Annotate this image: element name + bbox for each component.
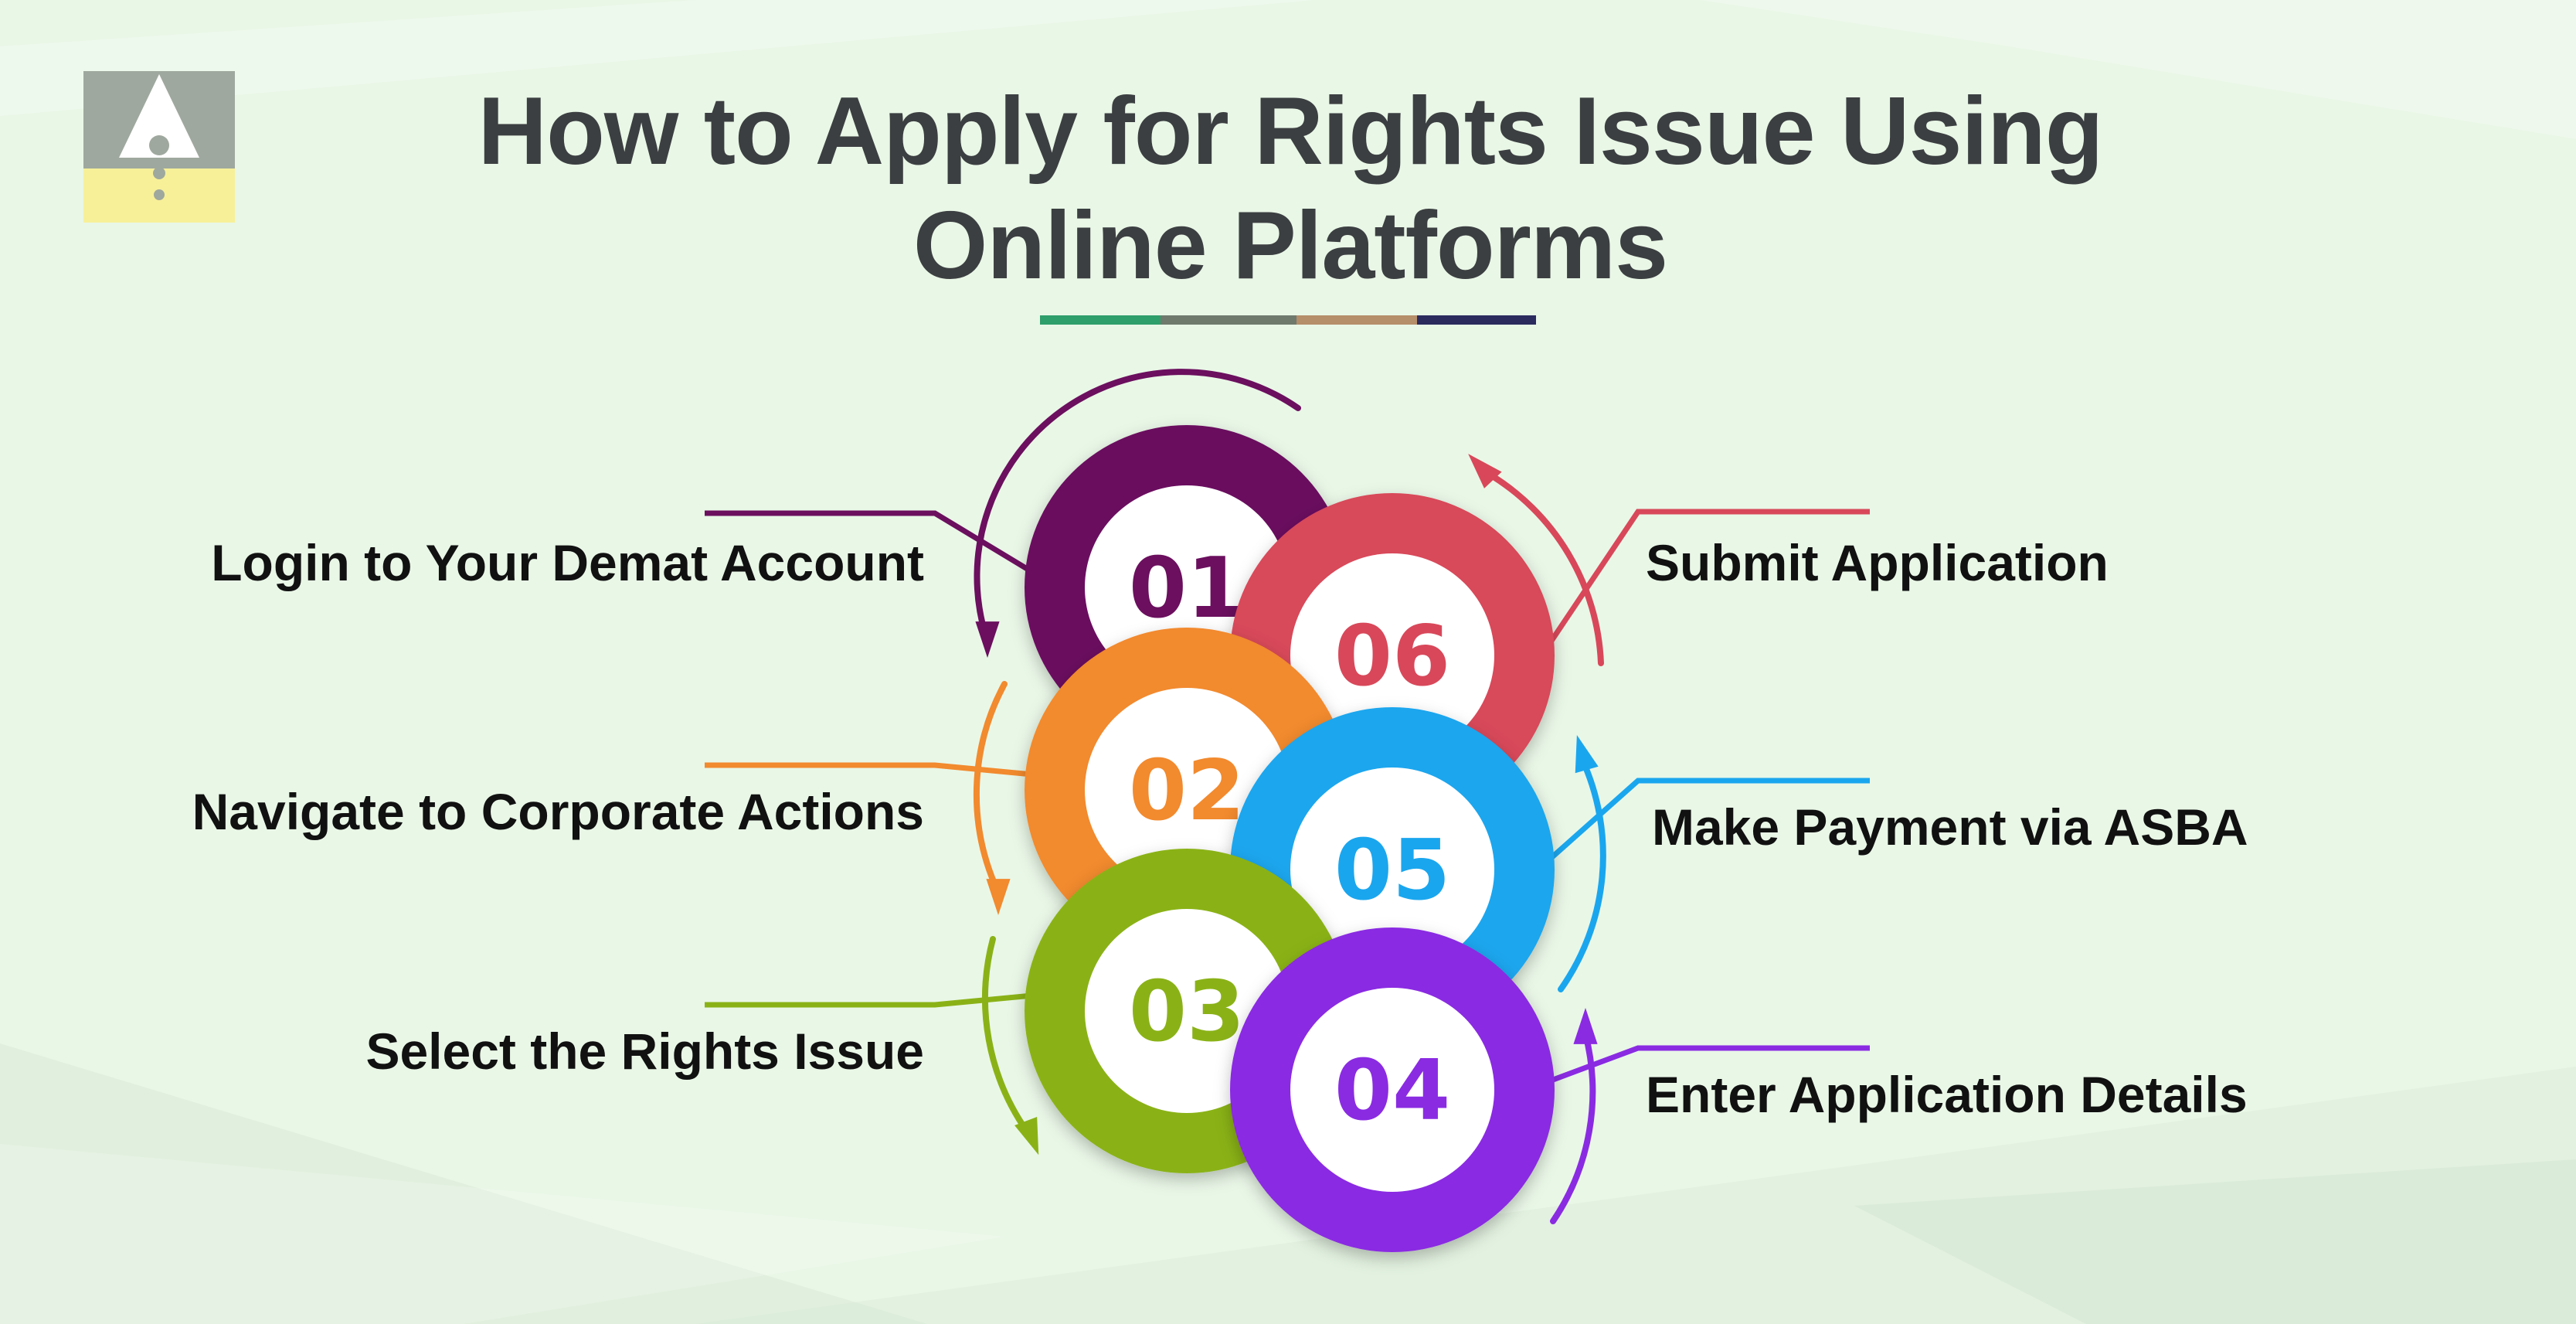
- title-underline-2: [1161, 315, 1296, 325]
- step-03-arc: [982, 936, 1031, 1135]
- step-04-circle: 04: [1230, 927, 1555, 1252]
- step-06-arc: [1484, 470, 1604, 666]
- step-label-06: Submit Application: [1646, 534, 2109, 591]
- step-05-leader-line: [1545, 778, 1870, 864]
- step-04-leader-line: [1545, 1045, 1870, 1085]
- title-underline-1: [1040, 315, 1161, 325]
- step-06-leader-line: [1545, 509, 1870, 649]
- brand-logo-icon: [119, 74, 199, 200]
- step-number-01: 01: [1129, 540, 1245, 637]
- step-06-arrow-icon: [1468, 454, 1502, 488]
- page-title: How to Apply for Rights Issue Using Onli…: [402, 74, 2179, 303]
- step-02-arrow-icon: [986, 879, 1011, 915]
- step-01-arc: [974, 369, 1301, 637]
- step-number-05: 05: [1334, 822, 1450, 919]
- step-label-02: Navigate to Corporate Actions: [192, 783, 924, 840]
- page-title-line-2: Online Platforms: [912, 192, 1668, 299]
- step-label-04: Enter Application Details: [1646, 1066, 2248, 1123]
- step-01-arrow-icon: [975, 621, 1000, 658]
- step-number-06: 06: [1334, 608, 1450, 705]
- step-number-04: 04: [1334, 1043, 1450, 1139]
- step-05-arrow-icon: [1575, 734, 1599, 774]
- step-03-arrow-icon: [1014, 1117, 1039, 1156]
- step-05-arc: [1558, 757, 1606, 992]
- title-underline-3: [1296, 315, 1417, 325]
- step-label-05: Make Payment via ASBA: [1652, 798, 2248, 856]
- step-number-03: 03: [1129, 964, 1245, 1060]
- step-label-03: Select the Rights Issue: [365, 1023, 924, 1080]
- step-02-leader-line: [705, 762, 1033, 778]
- brand-logo: [83, 71, 235, 223]
- title-underline-4: [1417, 315, 1536, 325]
- step-04-arrow-icon: [1573, 1008, 1598, 1044]
- step-label-01: Login to Your Demat Account: [211, 534, 924, 591]
- step-01-leader-line: [705, 510, 1034, 574]
- step-02-arc: [973, 681, 1008, 892]
- page-title-line-1: How to Apply for Rights Issue Using: [477, 78, 2104, 185]
- step-03-leader-line: [705, 992, 1033, 1008]
- step-04-arc: [1550, 1031, 1596, 1224]
- step-number-02: 02: [1129, 743, 1245, 839]
